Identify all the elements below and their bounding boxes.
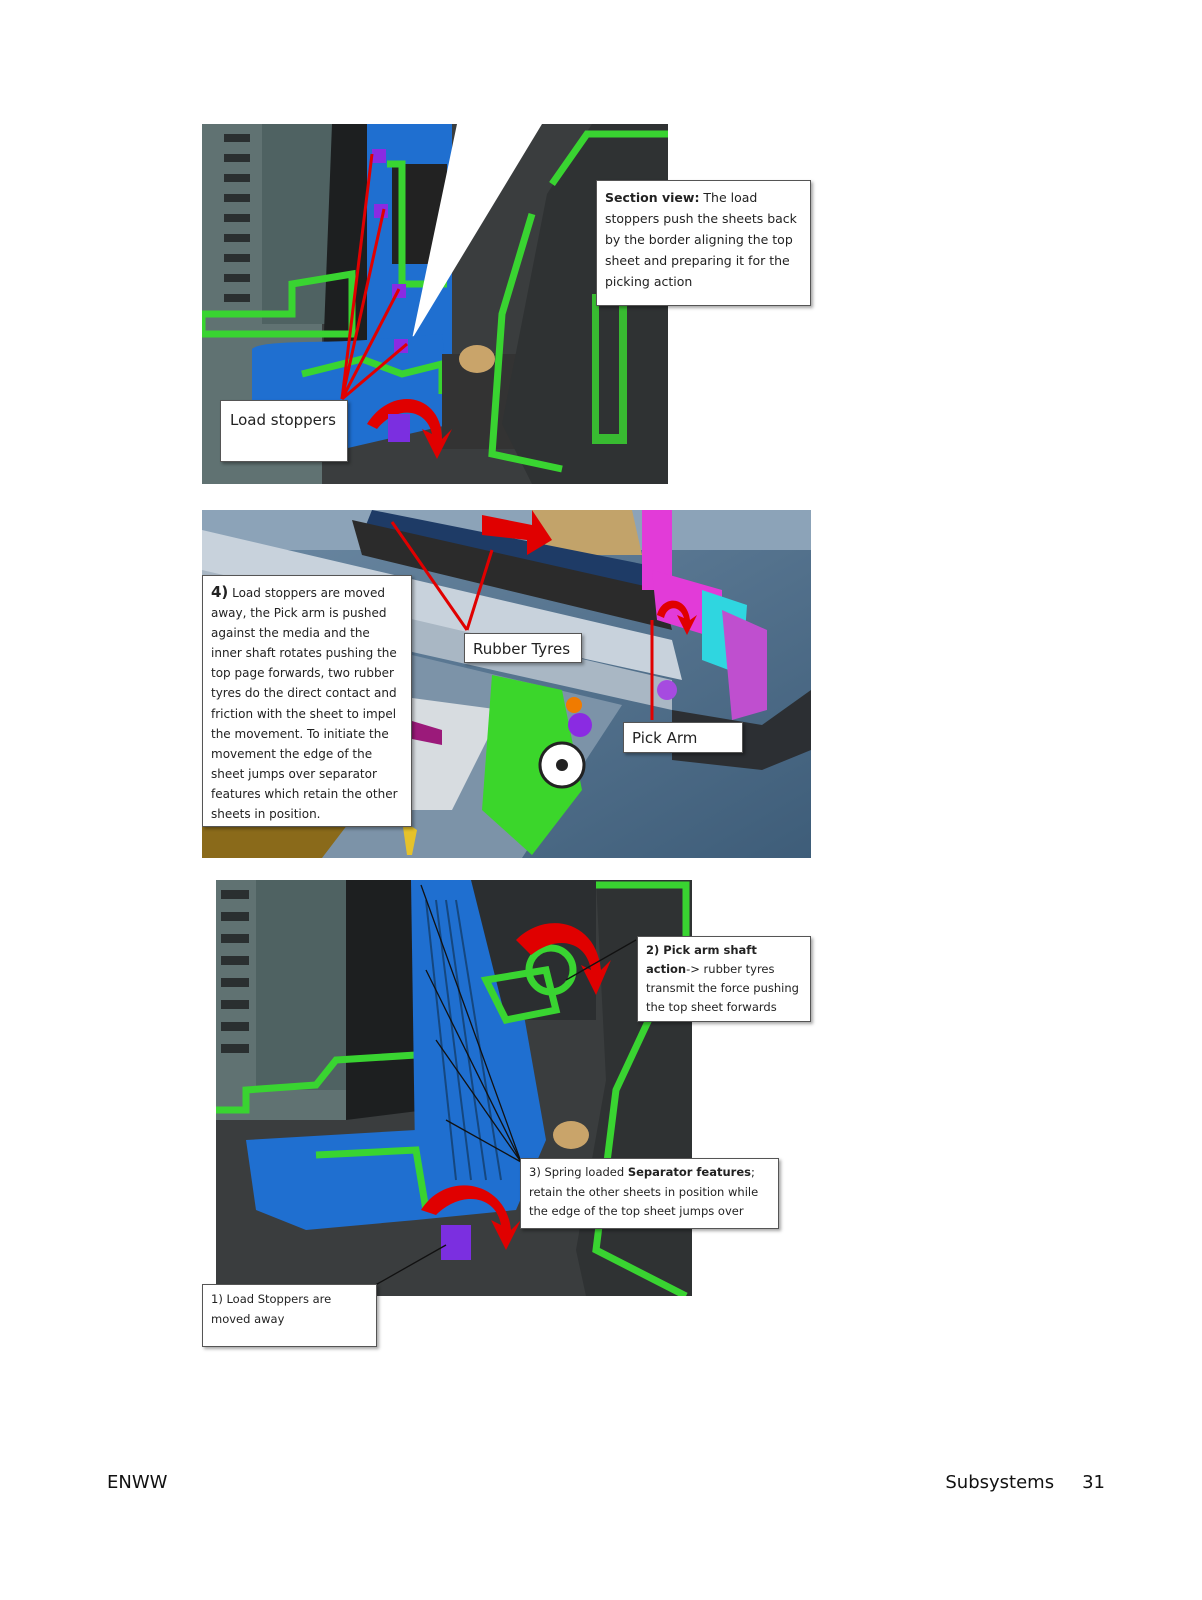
pick-arm-shaft-heading: 2) Pick arm shaft action	[646, 943, 757, 976]
pick-arm-callout: Pick Arm	[623, 722, 743, 753]
pick-arm-shaft-description: -> rubber tyres transmit the force pushi…	[646, 962, 799, 1014]
section-view-heading: Section view:	[605, 190, 700, 205]
rubber-tyres-callout: Rubber Tyres	[464, 633, 582, 663]
footer-page-info: Subsystems 31	[945, 1472, 1105, 1493]
step-4-number: 4)	[211, 583, 229, 601]
pick-arm-image	[202, 510, 811, 858]
separator-features-callout: 3) Spring loaded Separator features; ret…	[520, 1158, 779, 1229]
separator-features-image	[216, 880, 692, 1296]
footer-section: Subsystems	[945, 1472, 1055, 1493]
separator-description: ; retain the other sheets in position wh…	[529, 1165, 759, 1218]
step-4-description: Load stoppers are moved away, the Pick a…	[211, 586, 398, 822]
page-number: 31	[1082, 1472, 1105, 1493]
section-view-description: The load stoppers push the sheets back b…	[605, 190, 797, 289]
separator-prefix: 3) Spring loaded	[529, 1165, 628, 1179]
separator-heading: Separator features	[627, 1165, 751, 1179]
footer-publisher: ENWW	[107, 1472, 168, 1493]
pick-arm-shaft-callout: 2) Pick arm shaft action-> rubber tyres …	[637, 936, 811, 1022]
load-stoppers-callout: Load stoppers	[220, 400, 348, 462]
step-4-callout: 4) Load stoppers are moved away, the Pic…	[202, 575, 412, 827]
load-stoppers-moved-callout: 1) Load Stoppers are moved away	[202, 1284, 377, 1347]
section-view-image	[202, 124, 668, 484]
section-view-callout: Section view: The load stoppers push the…	[596, 180, 811, 306]
